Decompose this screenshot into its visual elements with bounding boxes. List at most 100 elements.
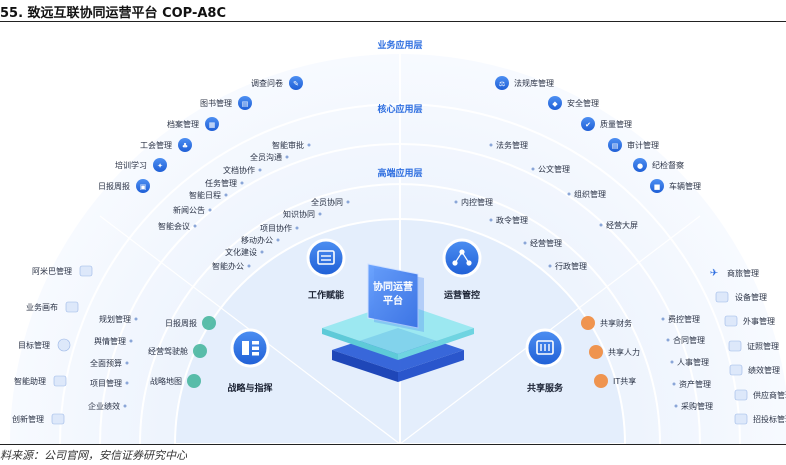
shared-item[interactable]: 费控管理 [668,314,700,324]
strategy-item[interactable]: 企业绩效 [88,401,120,411]
business-item[interactable]: ●纪检督察 [633,158,684,172]
svg-text:战略地图: 战略地图 [150,376,182,386]
business-item[interactable]: 日报周报▣ [98,179,150,193]
union-icon [178,138,192,152]
svg-text:▦: ▦ [209,121,216,129]
bidding-icon [734,413,748,425]
core-item[interactable]: 新闻公告 [173,205,205,215]
strategy-item[interactable]: 日报周报 [165,316,216,330]
svg-text:质量管理: 质量管理 [600,119,632,129]
high-item[interactable]: 文化建设 [225,247,257,257]
business-item[interactable]: 培训学习✦ [115,158,167,172]
strategy-item[interactable]: 经营驾驶舱 [148,344,207,358]
central-platform[interactable]: 协同运营 平台 [322,263,474,382]
core-item[interactable]: 智能审批 [272,140,304,150]
business-item[interactable]: ▤审计管理 [608,138,659,152]
svg-text:招投标管理: 招投标管理 [753,414,786,424]
high-item[interactable]: 内控管理 [461,197,493,207]
svg-text:▣: ▣ [140,183,147,191]
module-shared-service[interactable]: 共享服务 [525,328,565,394]
side-item[interactable]: 创新管理 [12,413,65,425]
side-item[interactable]: 业务画布 [26,301,79,313]
strategy-item[interactable]: 舆情管理 [94,336,126,346]
inspect-icon [633,158,647,172]
business-item[interactable]: 工会管理♣ [140,138,192,152]
side-item[interactable]: 招投标管理 [734,413,786,425]
core-item[interactable]: 任务管理 [205,178,237,188]
target-icon [57,338,71,352]
svg-text:日报周报: 日报周报 [165,318,197,328]
side-item[interactable]: 供应商管理 [734,389,786,401]
side-item[interactable]: 绩效管理 [729,364,780,376]
high-item[interactable]: 政令管理 [496,215,528,225]
shared-item[interactable]: 共享人力 [589,345,640,359]
shared-item[interactable]: 共享财务 [581,316,632,330]
module-work-empower[interactable]: 工作赋能 [306,238,346,301]
side-right-items: ✈商旅管理 设备管理 外事管理 证照管理 绩效管理 供应商管理 招投标管理 [710,268,786,425]
module-label: 工作赋能 [308,289,344,301]
module-label: 共享服务 [527,382,564,394]
amoeba-icon [79,265,93,277]
shared-item[interactable]: 资产管理 [679,379,711,389]
high-item[interactable]: 知识协同 [283,209,315,219]
side-item[interactable]: 证照管理 [728,340,779,352]
high-item[interactable]: 项目协作 [260,223,292,233]
svg-text:车辆管理: 车辆管理 [669,181,701,191]
bottom-divider [0,444,786,445]
training-icon [153,158,167,172]
business-item[interactable]: ✔质量管理 [581,117,632,131]
high-item[interactable]: 智能办公 [212,261,244,271]
high-right-items: 内控管理 政令管理 经营管理 行政管理 [454,197,587,271]
org-chart-icon [230,328,270,368]
svg-text:目标管理: 目标管理 [18,340,50,350]
core-item[interactable]: 全员沟通 [250,152,282,162]
side-item[interactable]: ✈商旅管理 [710,268,759,279]
high-item[interactable]: 经营管理 [530,238,562,248]
module-strategy-command[interactable]: 战略与指挥 [227,328,273,394]
svg-text:法规库管理: 法规库管理 [514,78,554,88]
svg-text:♣: ♣ [182,142,188,150]
core-item[interactable]: 经营大屏 [606,220,638,230]
svg-text:●: ● [637,162,643,170]
svg-text:商旅管理: 商旅管理 [727,268,759,278]
shared-item[interactable]: 人事管理 [677,357,709,367]
high-item[interactable]: 全员协同 [311,197,343,207]
core-item[interactable]: 文档协作 [223,165,255,175]
high-item[interactable]: 行政管理 [555,261,587,271]
innovation-icon [51,413,65,425]
module-operation-control[interactable]: 运营管控 [442,238,482,301]
core-item[interactable]: 智能会议 [158,221,190,231]
side-item[interactable]: 智能助理 [14,375,67,387]
supplier-icon [734,389,748,401]
business-item[interactable]: 图书管理▤ [200,96,252,110]
svg-text:IT共享: IT共享 [613,376,636,386]
business-item[interactable]: 档案管理▦ [167,117,219,131]
svg-text:阿米巴管理: 阿米巴管理 [32,266,72,276]
shared-item[interactable]: IT共享 [594,374,636,388]
core-item[interactable]: 公文管理 [538,164,570,174]
svg-text:设备管理: 设备管理 [735,292,767,302]
shared-item[interactable]: 采购管理 [681,401,713,411]
side-item[interactable]: 设备管理 [715,291,767,303]
side-item[interactable]: 外事管理 [724,315,775,327]
strategy-item[interactable]: 全面预算 [90,358,122,368]
layer-high: 高端应用层 [377,167,422,179]
svg-text:图书管理: 图书管理 [200,98,232,108]
strategy-item[interactable]: 规划管理 [99,314,131,324]
svg-text:■: ■ [654,183,661,191]
core-item[interactable]: 法务管理 [496,140,528,150]
business-item[interactable]: ◆安全管理 [548,96,599,110]
core-item[interactable]: 智能日程 [189,190,221,200]
side-item[interactable]: 目标管理 [18,338,71,352]
business-item[interactable]: 调查问卷✎ [251,76,303,90]
shared-item[interactable]: 合同管理 [673,335,705,345]
business-item[interactable]: ■ 车辆管理 [650,179,701,193]
business-item[interactable]: ⚖ 法规库管理 [495,76,554,90]
high-item[interactable]: 移动办公 [241,235,273,245]
core-item[interactable]: 组织管理 [574,189,606,199]
svg-text:⚖: ⚖ [499,80,505,88]
side-item[interactable]: 阿米巴管理 [32,265,93,277]
strategy-item[interactable]: 战略地图 [150,374,201,388]
strategy-item[interactable]: 项目管理 [90,378,122,388]
strategy-list-b: 日报周报 经营驾驶舱 战略地图 [148,316,216,388]
